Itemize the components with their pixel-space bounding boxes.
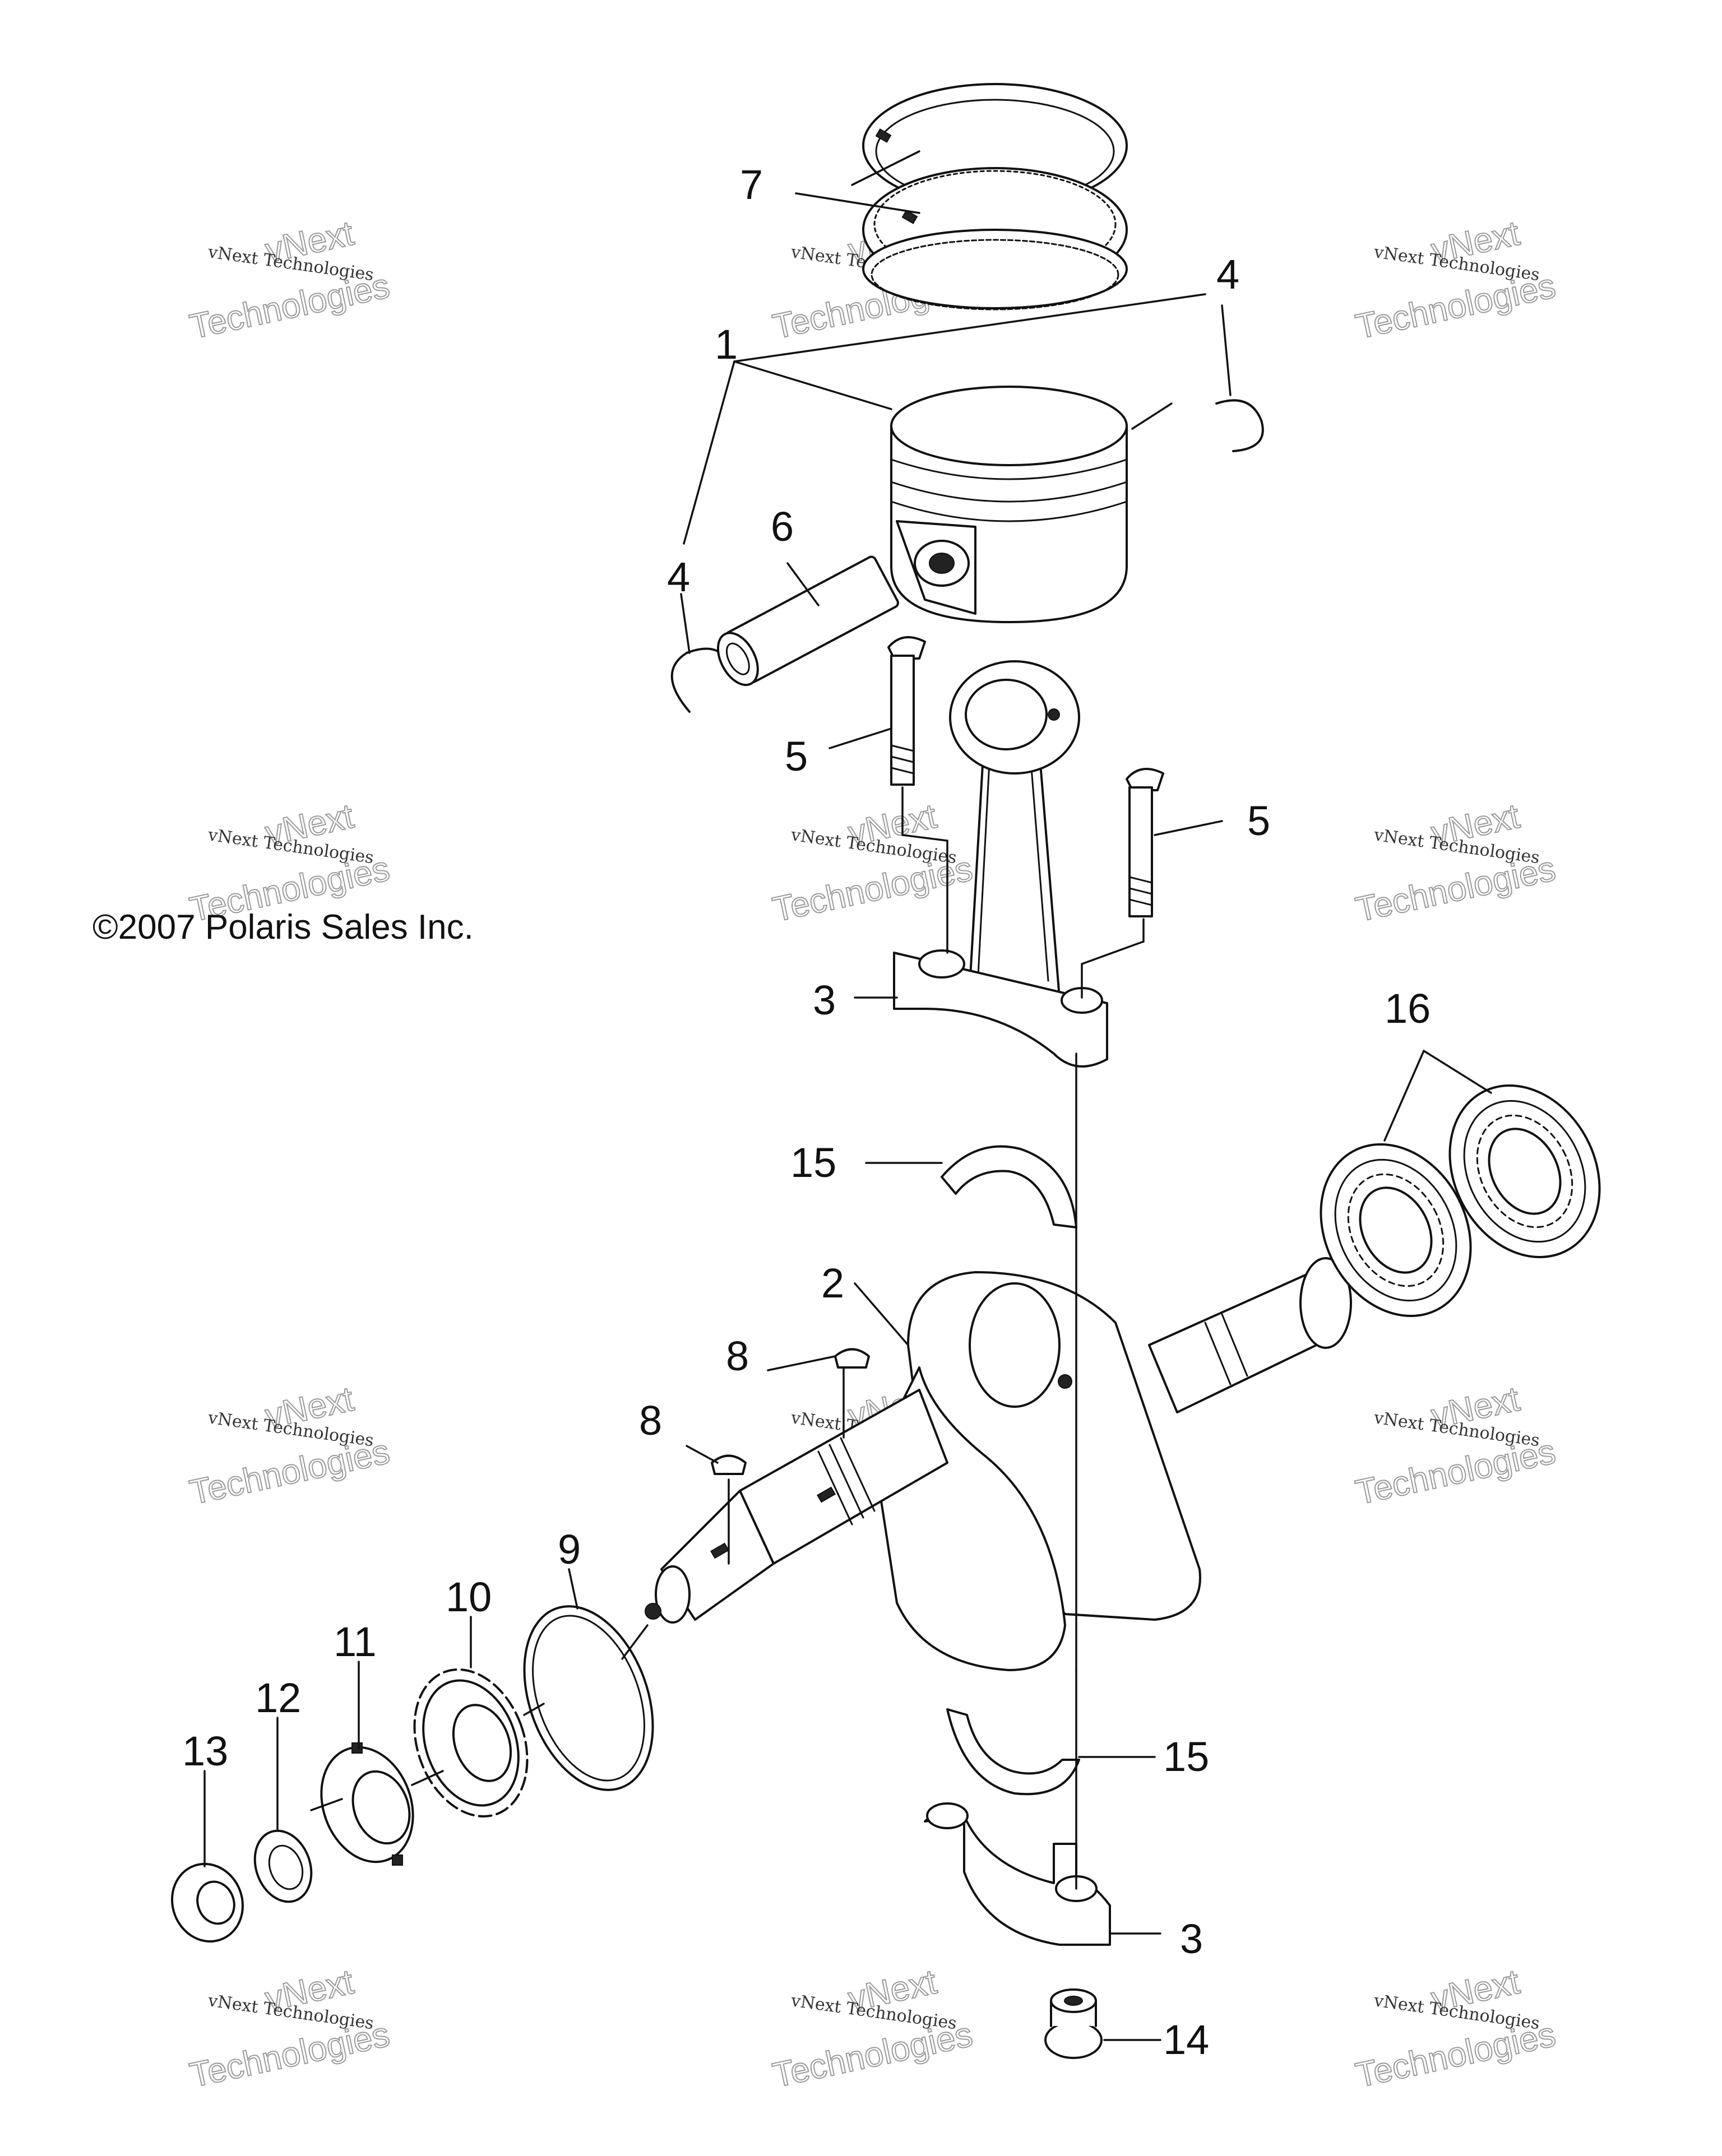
watermark: vNext vNext Technologies Technologies bbox=[1352, 1379, 1559, 1513]
flange-nut bbox=[1044, 1988, 1103, 2059]
watermark-line3: Technologies bbox=[770, 849, 976, 929]
callout-2: 2 bbox=[821, 1260, 844, 1306]
watermark: vNext vNext Technologies Technologies bbox=[1352, 1962, 1559, 2095]
piston-rings bbox=[862, 83, 1128, 310]
watermark: vNext vNext Technologies Technologies bbox=[769, 796, 976, 930]
circlip-lower bbox=[670, 647, 721, 713]
watermark: vNext vNext Technologies Technologies bbox=[1352, 796, 1559, 930]
callout-12: 12 bbox=[255, 1675, 301, 1721]
leader-lines bbox=[203, 150, 1492, 2041]
callout-3-lower: 3 bbox=[1180, 1916, 1203, 1962]
watermark-line3: Technologies bbox=[1353, 266, 1559, 346]
callout-5-left: 5 bbox=[785, 733, 808, 780]
ball-bearing-rear bbox=[1448, 1084, 1601, 1258]
callout-1: 1 bbox=[715, 321, 738, 368]
piston-pin bbox=[716, 555, 899, 687]
watermark: vNext vNext Technologies Technologies bbox=[186, 1379, 394, 1513]
watermark-line3: Technologies bbox=[187, 2015, 393, 2095]
callout-6: 6 bbox=[771, 503, 794, 550]
watermark: vNext vNext Technologies Technologies bbox=[186, 1962, 394, 2095]
callout-4-lower: 4 bbox=[667, 554, 690, 600]
callout-16: 16 bbox=[1385, 985, 1431, 1032]
watermark: vNext vNext Technologies Technologies bbox=[186, 214, 394, 347]
callout-4-upper: 4 bbox=[1216, 251, 1239, 298]
ball-bearing-front bbox=[1320, 1143, 1472, 1317]
bearing-shell-upper bbox=[941, 1145, 1077, 1228]
watermark: vNext vNext Technologies Technologies bbox=[769, 1962, 976, 2095]
rod-cap-lower bbox=[924, 1802, 1111, 1946]
watermark-line3: Technologies bbox=[187, 1432, 393, 1512]
washer bbox=[253, 1829, 313, 1903]
callout-7: 7 bbox=[740, 161, 763, 208]
circlip-upper bbox=[1215, 399, 1264, 452]
callout-14: 14 bbox=[1163, 2016, 1209, 2063]
woodruff-key-lower bbox=[711, 1454, 747, 1475]
callout-9: 9 bbox=[558, 1526, 581, 1573]
rod-bolt-right bbox=[1126, 768, 1164, 917]
piston bbox=[890, 386, 1128, 623]
o-ring bbox=[523, 1605, 654, 1791]
watermark-line3: Technologies bbox=[1353, 1432, 1559, 1512]
watermark-line3: Technologies bbox=[187, 266, 393, 346]
callout-labels: 1 2 3 3 4 4 5 5 6 7 8 8 9 10 11 12 13 14… bbox=[182, 161, 1431, 2063]
rod-bolt-left bbox=[887, 636, 926, 786]
woodruff-key-upper bbox=[834, 1348, 870, 1369]
crankshaft bbox=[645, 1257, 1352, 1671]
crank-nut bbox=[171, 1862, 244, 1943]
callout-3-upper: 3 bbox=[813, 977, 836, 1023]
connecting-rod bbox=[893, 660, 1108, 1068]
bearing-shell-lower bbox=[946, 1708, 1080, 1796]
watermark-line3: Technologies bbox=[770, 2015, 976, 2095]
callout-15-lower: 15 bbox=[1163, 1733, 1209, 1780]
callout-8-lower: 8 bbox=[639, 1397, 662, 1444]
callout-8-upper: 8 bbox=[726, 1333, 749, 1379]
callout-10: 10 bbox=[446, 1574, 492, 1620]
timing-gear bbox=[413, 1668, 529, 1817]
callout-15-upper: 15 bbox=[790, 1139, 836, 1186]
callout-5-right: 5 bbox=[1247, 798, 1270, 844]
watermark-line3: Technologies bbox=[1353, 849, 1559, 929]
watermark-line3: Technologies bbox=[1353, 2015, 1559, 2095]
callout-13: 13 bbox=[182, 1728, 228, 1774]
watermark: vNext vNext Technologies Technologies bbox=[1352, 214, 1559, 347]
slotted-nut bbox=[320, 1742, 414, 1866]
callout-11: 11 bbox=[334, 1619, 377, 1665]
copyright-text: ©2007 Polaris Sales Inc. bbox=[92, 908, 474, 947]
